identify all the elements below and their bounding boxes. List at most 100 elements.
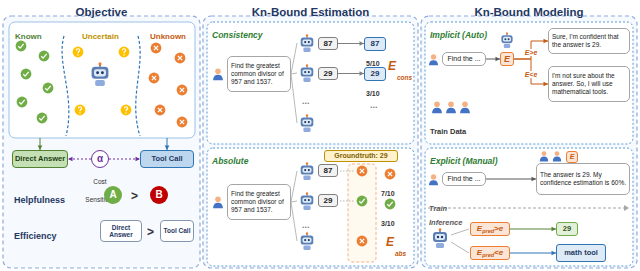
- text-wrap: E: [504, 54, 510, 64]
- cost-node: αCost Sensitivity: [78, 150, 122, 182]
- box-text: 29: [324, 196, 333, 205]
- panel-frames: [203, 16, 418, 268]
- box-text: Direct Answer: [109, 224, 132, 238]
- implicit-figure: [432, 101, 442, 113]
- knowledge-icons: [119, 47, 130, 58]
- absolute-figure: [385, 169, 396, 180]
- knowledge-icons: [151, 43, 162, 54]
- estimate-subscript: abs: [395, 250, 406, 257]
- text-anchor: 7/10: [381, 182, 395, 200]
- text-anchor: >: [147, 222, 154, 240]
- tally-box: 29: [364, 67, 386, 81]
- estimate-symbol: E: [386, 235, 394, 249]
- connector-line: [109, 159, 140, 160]
- connector-line: [510, 229, 556, 230]
- connector: [514, 39, 548, 59]
- rank-circle: B: [150, 186, 168, 204]
- section-box: AbsoluteFind the greatest common divisor…: [207, 148, 414, 266]
- explicit-figure: [433, 228, 447, 248]
- text-wrap: 29: [563, 225, 571, 234]
- reply-bubble: The answer is 29. My confidence estimati…: [536, 163, 630, 195]
- panel: ObjectiveKnownUncertainUnknownDirect Ans…: [3, 2, 200, 268]
- text-wrap: 87: [324, 39, 333, 48]
- text-wrap: E: [570, 153, 575, 161]
- text-wrap: Epred>e: [477, 224, 503, 234]
- text-anchor: ...: [302, 214, 310, 232]
- box-text: A: [109, 189, 116, 200]
- text-wrap: Sure, I'm confident that the answer is 2…: [552, 33, 626, 49]
- panel-title: Kn-Bound Estimation: [252, 6, 370, 18]
- box-text: Find the ...: [447, 55, 480, 62]
- knowledge-map: Known Uncertain Unknown: [9, 22, 195, 138]
- knowledge-icons: [16, 41, 188, 128]
- knowledge-boundary: [62, 36, 140, 136]
- text-wrap: Find the greatest common divisor of 957 …: [231, 190, 287, 213]
- absolute-figure: [291, 171, 297, 241]
- text-wrap: Direct Answer: [15, 155, 65, 164]
- section-title: Implicit (Auto): [430, 30, 487, 40]
- text-anchor: E: [386, 232, 394, 250]
- knowledge-icons: [92, 62, 109, 86]
- connector: [486, 177, 536, 182]
- region-label: Unknown: [150, 32, 186, 41]
- text-wrap: 29: [324, 196, 333, 205]
- text-wrap: 87: [371, 39, 380, 48]
- knowledge-icons: [149, 73, 160, 84]
- box-text: 29: [563, 224, 571, 233]
- section-frames: [9, 22, 195, 138]
- consistency-figure: [291, 43, 297, 123]
- estimate-box: E: [500, 52, 514, 66]
- connector: [486, 57, 500, 62]
- absolute-figure: [213, 196, 223, 208]
- edge-label-anchor: E>e: [524, 41, 539, 59]
- phase-label: Inference: [429, 218, 462, 227]
- absolute-figure: [357, 236, 368, 247]
- connector: [38, 138, 43, 150]
- connector: [109, 157, 140, 162]
- box-text: The answer is 29. My confidence estimati…: [540, 171, 626, 186]
- absolute-figure: [301, 232, 314, 250]
- answer-box: Direct Answer: [12, 150, 68, 168]
- text-anchor: 5/10: [366, 52, 380, 70]
- text-wrap: Find the ...: [447, 175, 480, 183]
- consistency-figure: [213, 34, 313, 132]
- text-anchor: Implicit (Auto): [430, 24, 487, 42]
- connector-line: [510, 253, 556, 254]
- text-anchor: >: [131, 186, 138, 204]
- explicit-figure: [624, 205, 629, 211]
- panel-title: Kn-Bound Modeling: [474, 6, 583, 18]
- explicit-figure: [553, 151, 561, 161]
- math-text: E: [477, 224, 482, 233]
- box-text: math tool: [564, 248, 598, 257]
- tally-box: 87: [364, 37, 386, 51]
- knowledge-icons: [43, 83, 54, 94]
- answer-chip: 87: [318, 37, 338, 50]
- text-wrap: Direct Answer: [101, 224, 141, 238]
- subscript: pred: [482, 228, 494, 234]
- section-box: Implicit (Auto) Find the ... E Sure, I'm co…: [425, 22, 633, 144]
- reply-bubble: Sure, I'm confident that the answer is 2…: [548, 28, 630, 54]
- absolute-figure: [348, 164, 376, 262]
- section-frames: [207, 148, 414, 266]
- ratio-label: 5/10: [366, 60, 380, 67]
- region-label: Uncertain: [82, 32, 119, 41]
- connector: [510, 251, 556, 256]
- math-text: <e: [494, 248, 503, 257]
- box-text: 29: [324, 69, 333, 78]
- connector: [68, 157, 91, 162]
- box-text: 87: [324, 166, 333, 175]
- explicit-figure: [429, 174, 438, 185]
- result-box: 29: [556, 222, 578, 236]
- text-wrap: 87: [324, 166, 333, 175]
- knowledge-icons: [17, 97, 28, 108]
- knowledge-icons: [73, 47, 84, 58]
- estimate-box: E: [566, 151, 578, 163]
- icon-box: Tool Call: [160, 220, 194, 242]
- panel-frames: [421, 16, 637, 268]
- knowledge-icons: [175, 53, 186, 64]
- section-frames: [425, 148, 633, 266]
- ratio-label: 3/10: [366, 90, 380, 97]
- region-label: Known: [15, 32, 42, 41]
- text-anchor: Train: [429, 197, 447, 215]
